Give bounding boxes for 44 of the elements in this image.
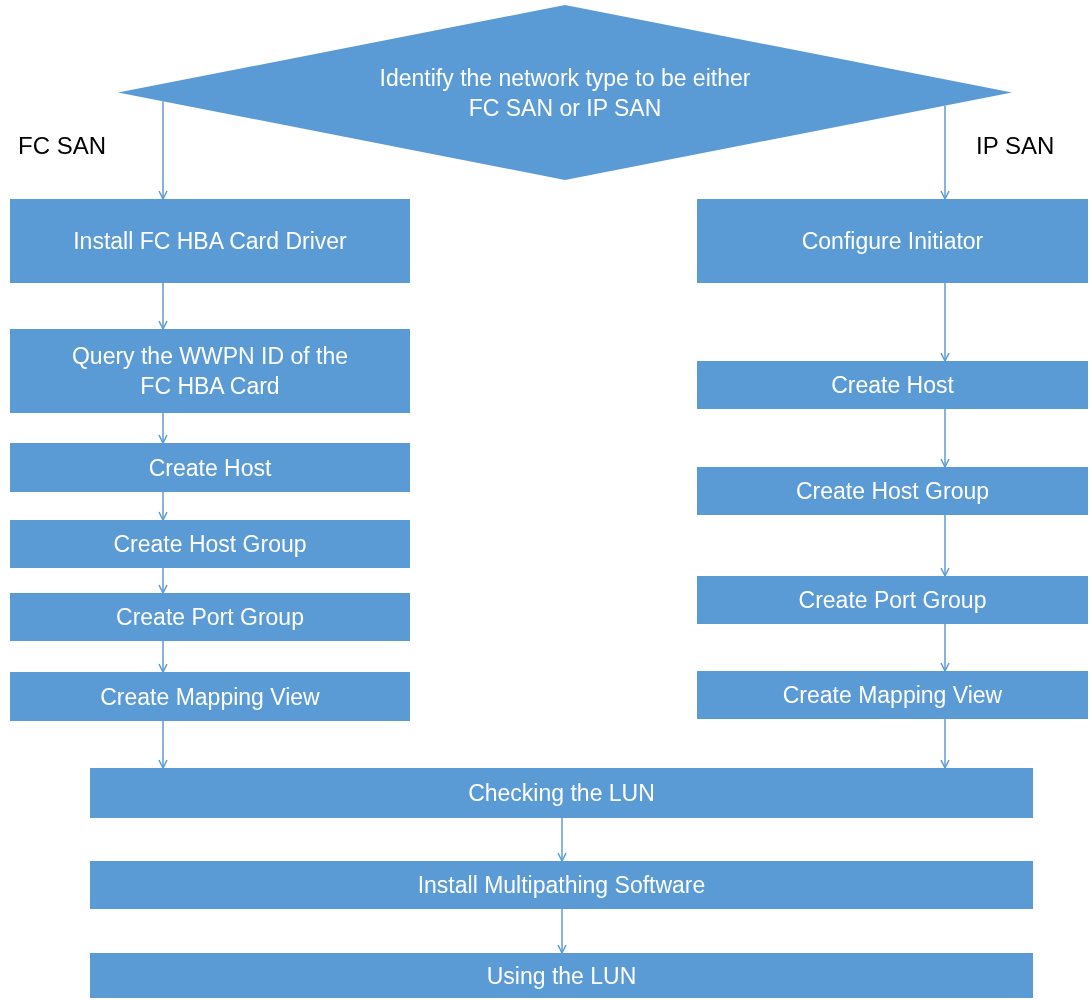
process-box (697, 576, 1088, 624)
box-label: Identify the network type to be either FC SAN or IP SAN (378, 63, 752, 123)
process-box (10, 199, 410, 283)
process-box (697, 467, 1088, 515)
box-label: Checking the LUN (468, 779, 655, 808)
arrow (940, 282, 950, 362)
arrow (940, 718, 950, 769)
box-label: Create Host (148, 453, 272, 483)
process-box (10, 593, 410, 641)
process-box (10, 672, 410, 721)
arrow (557, 817, 567, 862)
arrow (158, 567, 168, 594)
box-label: Create Port Group (116, 603, 304, 632)
box-label: Create Mapping View (782, 681, 1003, 710)
process-box (10, 520, 410, 568)
box-label: Configure Initiator (801, 227, 984, 256)
arrow (940, 408, 950, 468)
process-box (697, 671, 1088, 719)
box-label: Create Host Group (113, 530, 307, 559)
process-box (697, 199, 1088, 283)
box-label: Using the LUN (486, 961, 637, 991)
process-box (90, 953, 1033, 998)
arrow (940, 104, 950, 200)
box-label: Create Host Group (796, 477, 989, 506)
box-label: Create Port Group (798, 586, 987, 615)
box-label: Install Multipathing Software (417, 871, 706, 900)
process-box (90, 768, 1033, 818)
arrow (158, 640, 168, 673)
arrow (158, 720, 168, 769)
process-box (10, 329, 410, 413)
box-label: Query the WWPN ID of the FC HBA Card (70, 342, 350, 401)
box-label: Create Mapping View (100, 682, 320, 712)
process-box (90, 861, 1033, 909)
arrow (940, 623, 950, 672)
process-box (10, 443, 410, 492)
arrow (940, 514, 950, 577)
arrow (158, 100, 168, 200)
arrow (158, 282, 168, 330)
box-label: Install FC HBA Card Driver (73, 227, 347, 256)
box-label: Create Host (831, 371, 954, 400)
arrow (557, 908, 567, 954)
process-box (697, 361, 1088, 409)
arrow (158, 491, 168, 521)
arrow (158, 412, 168, 444)
